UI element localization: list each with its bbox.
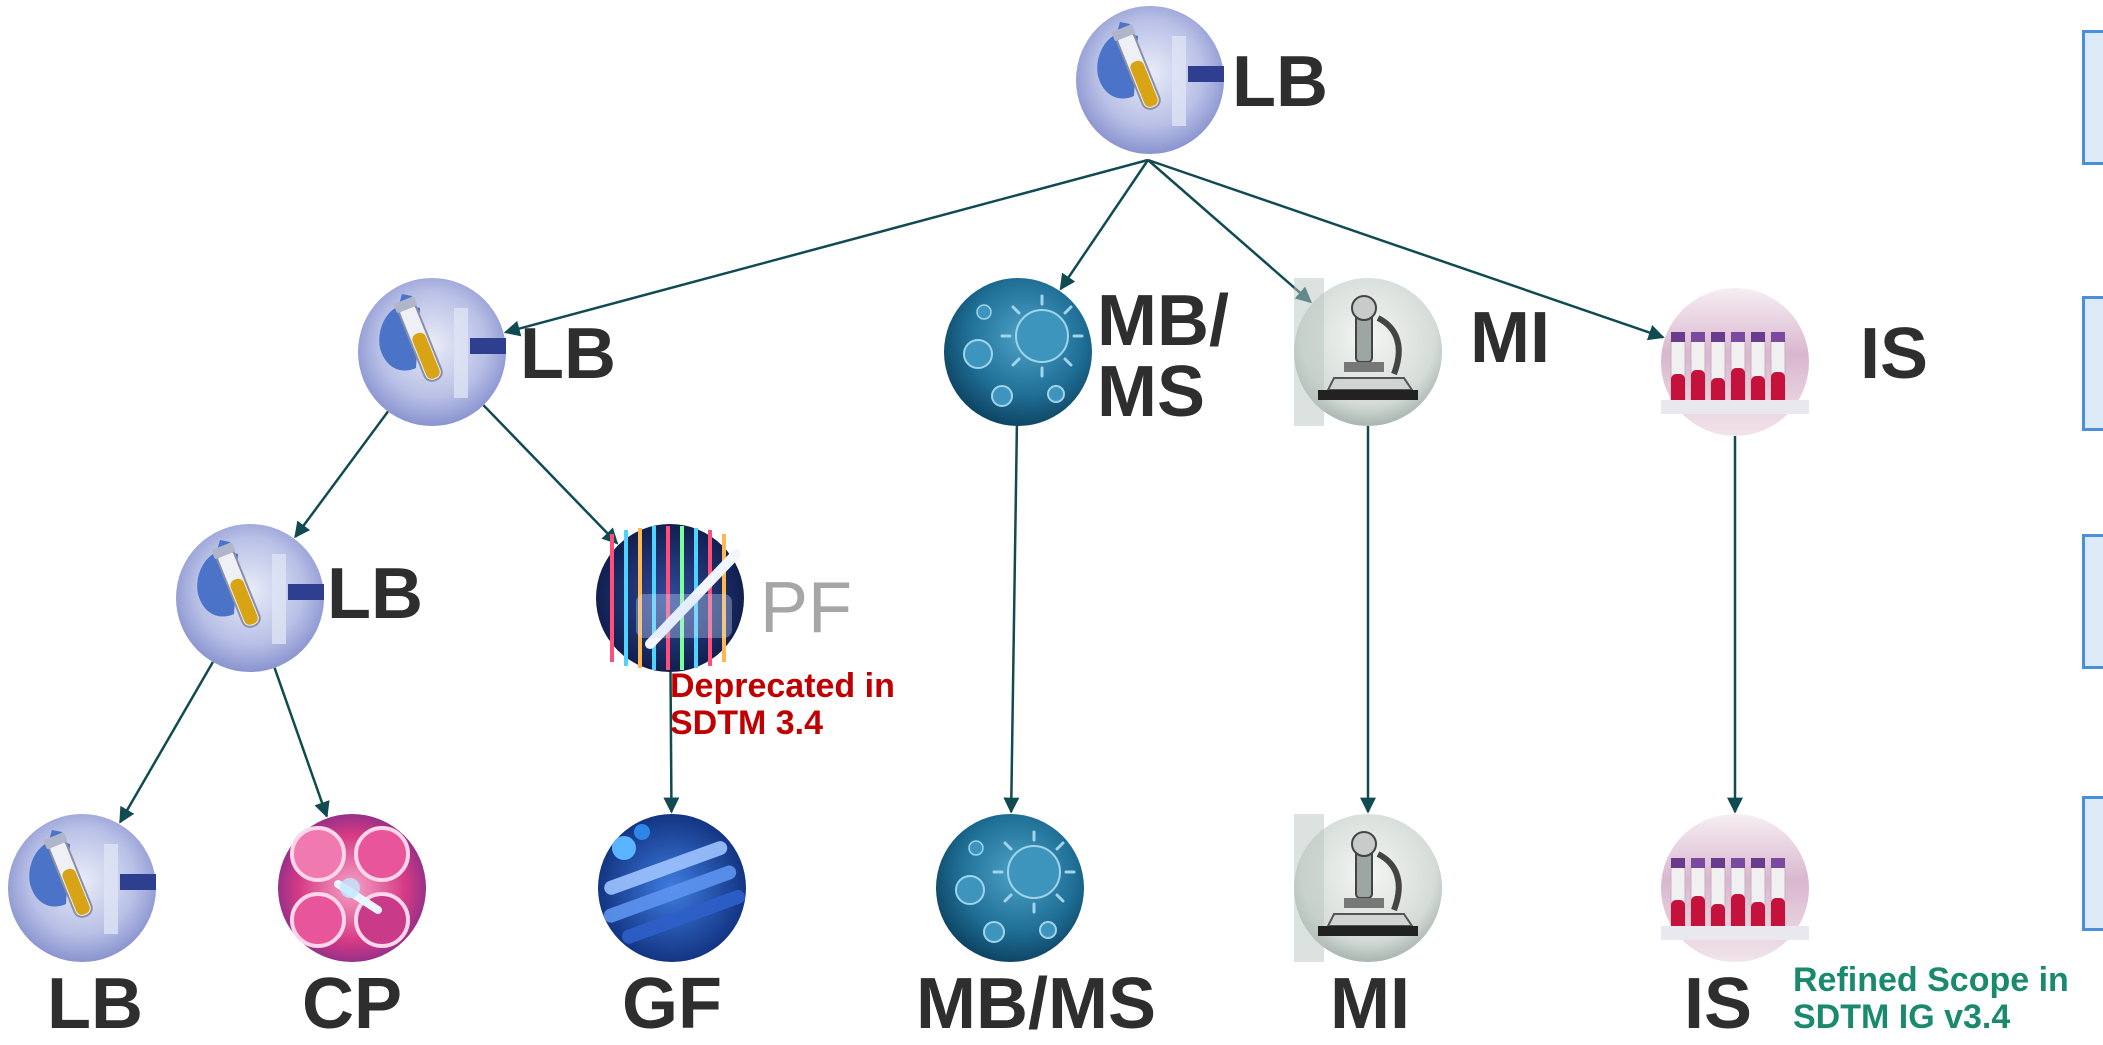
node-l3-is [1661,814,1809,962]
node-l1-mi [1294,278,1442,426]
deprecated-note: Deprecated in SDTM 3.4 [670,667,895,743]
node-label-l2-pf-deprecated: PF [760,568,853,648]
node-label-l3-mi: MI [1330,964,1410,1044]
node-root [1076,6,1224,154]
microscope-icon [1294,814,1442,962]
node-label-l3-cp: CP [301,964,403,1044]
node-l2-pf [596,524,744,672]
node-l3-cp [278,814,426,962]
node-label-l1-is: IS [1860,314,1929,394]
lab-tube-icon [8,814,156,962]
node-label-root: LB [1232,42,1328,122]
lab-tube-icon [1076,6,1224,154]
edge-l2_pf-to-l3_gf [663,671,680,814]
node-l3-mi [1294,814,1442,962]
nodes-layer [8,6,1809,962]
edge-root-to-l1_mi [1147,159,1312,304]
edge-l1_lb-to-l2_pf [482,404,619,545]
dna-sequencing-icon [596,524,744,672]
virus-icon [944,278,1092,426]
side-panel-box-3 [2082,534,2103,669]
edge-l2_lb-to-l3_lb [119,661,214,824]
edge-l1_lb-to-l2_lb [294,410,389,539]
virus-icon [936,814,1084,962]
edge-l2_lb-to-l3_cp [273,667,330,818]
lab-tube-icon [358,278,506,426]
node-label-l1-lb: LB [520,314,616,394]
refined-scope-note: Refined Scope in SDTM IG v3.4 [1793,961,2069,1037]
node-label-l1-mi: MI [1470,298,1550,378]
side-panel-box-4 [2082,796,2103,931]
node-label-l3-mbms: MB/MS [916,964,1156,1044]
edge-root-to-l1_mbms [1059,159,1150,291]
side-panel-box-1 [2082,30,2103,165]
node-l1-is [1661,288,1809,436]
side-panel-box-2 [2082,296,2103,431]
node-label-l2-lb: LB [327,554,423,634]
node-label-l3-gf: GF [622,964,722,1044]
edge-l1_mbms-to-l3_mbms [1003,425,1020,814]
lab-tube-icon [176,524,324,672]
blood-samples-icon [1661,814,1809,962]
edges-layer [119,158,1743,824]
microscope-icon [1294,278,1442,426]
test-tubes-icon [598,814,746,962]
node-l2-lb [176,524,324,672]
node-l1-mbms [944,278,1092,426]
node-label-l3-lb: LB [47,964,143,1044]
node-l3-gf [598,814,746,962]
node-l1-lb [358,278,506,426]
edge-root-to-l1_is [1147,158,1665,341]
node-label-l3-is: IS [1683,964,1753,1044]
blood-samples-icon [1661,288,1809,436]
edge-root-to-l1_lb [503,158,1149,337]
node-l3-lb [8,814,156,962]
cell-culture-icon [278,814,426,962]
node-label-l1-mbms: MB/ MS [1097,281,1229,432]
node-l3-mbms [936,814,1084,962]
